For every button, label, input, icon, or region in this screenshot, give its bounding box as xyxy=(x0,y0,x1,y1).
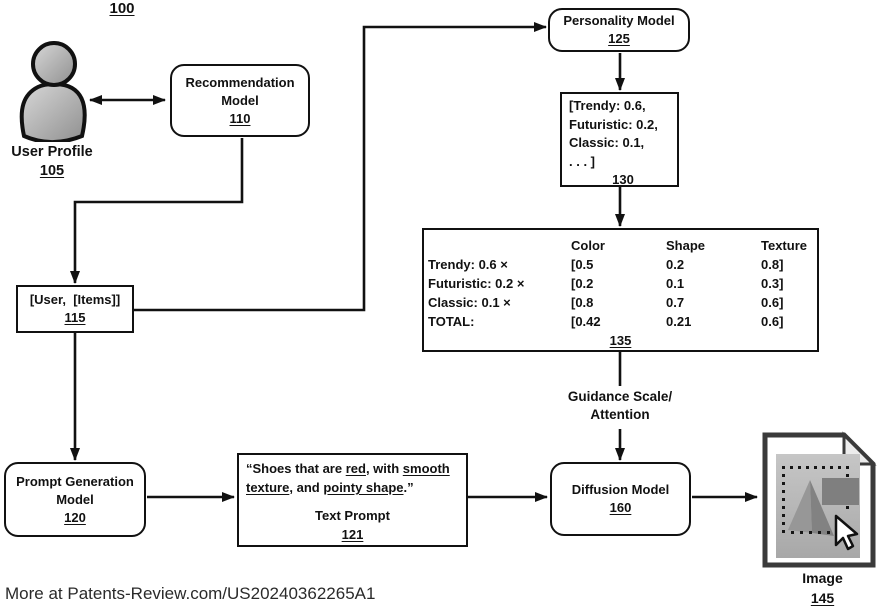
vector-line: . . . ] xyxy=(569,153,595,169)
matrix-cell: 0.2 xyxy=(666,257,685,272)
matrix-cell: 0.8] xyxy=(761,257,784,272)
user-items-label: [User, [Items]] xyxy=(29,292,121,307)
image-file-icon xyxy=(762,431,877,568)
recommendation-model-ref: 110 xyxy=(229,110,251,126)
personality-model-ref: 125 xyxy=(608,31,630,46)
user-profile-icon xyxy=(19,41,87,142)
matrix-header: Shape xyxy=(666,238,706,253)
attribute-matrix-ref: 135 xyxy=(609,333,632,348)
matrix-cell: [0.5 xyxy=(571,257,594,272)
user-profile-label: User Profile xyxy=(11,144,93,160)
user-profile-ref: 105 xyxy=(39,163,65,179)
prompt-segment-underlined: pointy shape xyxy=(323,480,404,495)
image-ref: 145 xyxy=(810,590,835,606)
personality-model-label: Personality Model xyxy=(563,13,675,28)
prompt-segment: “Shoes that are xyxy=(246,461,346,476)
prompt-segment-underlined: red xyxy=(345,461,366,476)
recommendation-model-label: Recommendation Model xyxy=(185,74,295,108)
image-label: Image xyxy=(802,570,843,586)
personality-model-box: Personality Model 125 xyxy=(548,8,690,52)
text-prompt-box: “Shoes that are red, with smooth texture… xyxy=(237,453,468,547)
prompt-generation-model-label: Prompt Generation Model xyxy=(16,473,134,507)
matrix-header: Texture xyxy=(761,238,807,253)
text-prompt-ref: 121 xyxy=(341,527,364,542)
matrix-cell: 0.21 xyxy=(666,314,692,329)
image-caption: Image 145 xyxy=(770,568,875,608)
matrix-cell: 0.1 xyxy=(666,276,685,291)
matrix-row-label: Futuristic: 0.2 × xyxy=(428,276,525,291)
vector-line: Futuristic: 0.2, xyxy=(569,116,658,132)
matrix-row-label: Trendy: 0.6 × xyxy=(428,257,508,272)
matrix-cell: [0.2 xyxy=(571,276,594,291)
cone-shape-right xyxy=(810,480,834,536)
prompt-segment: .” xyxy=(403,480,414,495)
cursor-icon xyxy=(834,514,859,551)
person-head xyxy=(31,41,77,87)
matrix-cell: [0.8 xyxy=(571,295,594,310)
attribute-matrix-box: Color Shape Texture Trendy: 0.6 × [0.5 0… xyxy=(422,228,819,352)
guidance-line1: Guidance Scale/ xyxy=(567,389,673,404)
matrix-header-empty xyxy=(428,236,571,255)
guidance-label: Guidance Scale/ Attention xyxy=(540,388,700,424)
user-profile-caption: User Profile 105 xyxy=(0,143,104,181)
watermark-text: More at Patents-Review.com/US20240362265… xyxy=(5,584,376,603)
vector-line: [Trendy: 0.6, xyxy=(569,98,646,113)
attribute-matrix-table: Color Shape Texture Trendy: 0.6 × [0.5 0… xyxy=(424,236,817,331)
prompt-generation-model-box: Prompt Generation Model 120 xyxy=(4,462,146,537)
personality-vector-box: [Trendy: 0.6, Futuristic: 0.2, Classic: … xyxy=(560,92,679,187)
user-items-ref: 115 xyxy=(64,310,86,325)
matrix-cell: 0.6] xyxy=(761,314,784,329)
matrix-header: Color xyxy=(571,238,605,253)
matrix-row-label: TOTAL: xyxy=(428,314,475,329)
figure-number: 100 xyxy=(109,0,135,17)
selection-dots xyxy=(782,466,849,534)
text-prompt-label: Text Prompt xyxy=(315,508,390,523)
vector-line: Classic: 0.1, xyxy=(569,135,645,150)
personality-vector-ref: 130 xyxy=(612,172,634,187)
diffusion-model-box: Diffusion Model 160 xyxy=(550,462,691,536)
diffusion-model-label: Diffusion Model xyxy=(571,482,670,497)
prompt-generation-model-ref: 120 xyxy=(64,509,86,525)
guidance-line2: Attention xyxy=(590,407,650,422)
rectangle-shape xyxy=(822,478,859,505)
prompt-segment: , with xyxy=(365,461,403,476)
matrix-cell: 0.7 xyxy=(666,295,685,310)
user-items-box: [User, [Items]] 115 xyxy=(16,285,134,333)
matrix-row-label: Classic: 0.1 × xyxy=(428,295,511,310)
diffusion-model-ref: 160 xyxy=(609,500,632,515)
prompt-segment: , and xyxy=(289,480,324,495)
matrix-cell: 0.6] xyxy=(761,295,784,310)
person-body xyxy=(19,82,87,142)
matrix-cell: 0.3] xyxy=(761,276,784,291)
prompt-segment-underlined: smooth texture xyxy=(246,461,450,495)
recommendation-model-box: Recommendation Model 110 xyxy=(170,64,310,137)
cone-shape-left xyxy=(788,480,812,533)
matrix-cell: [0.42 xyxy=(571,314,601,329)
text-prompt-sentence: “Shoes that are red, with smooth texture… xyxy=(246,459,459,497)
